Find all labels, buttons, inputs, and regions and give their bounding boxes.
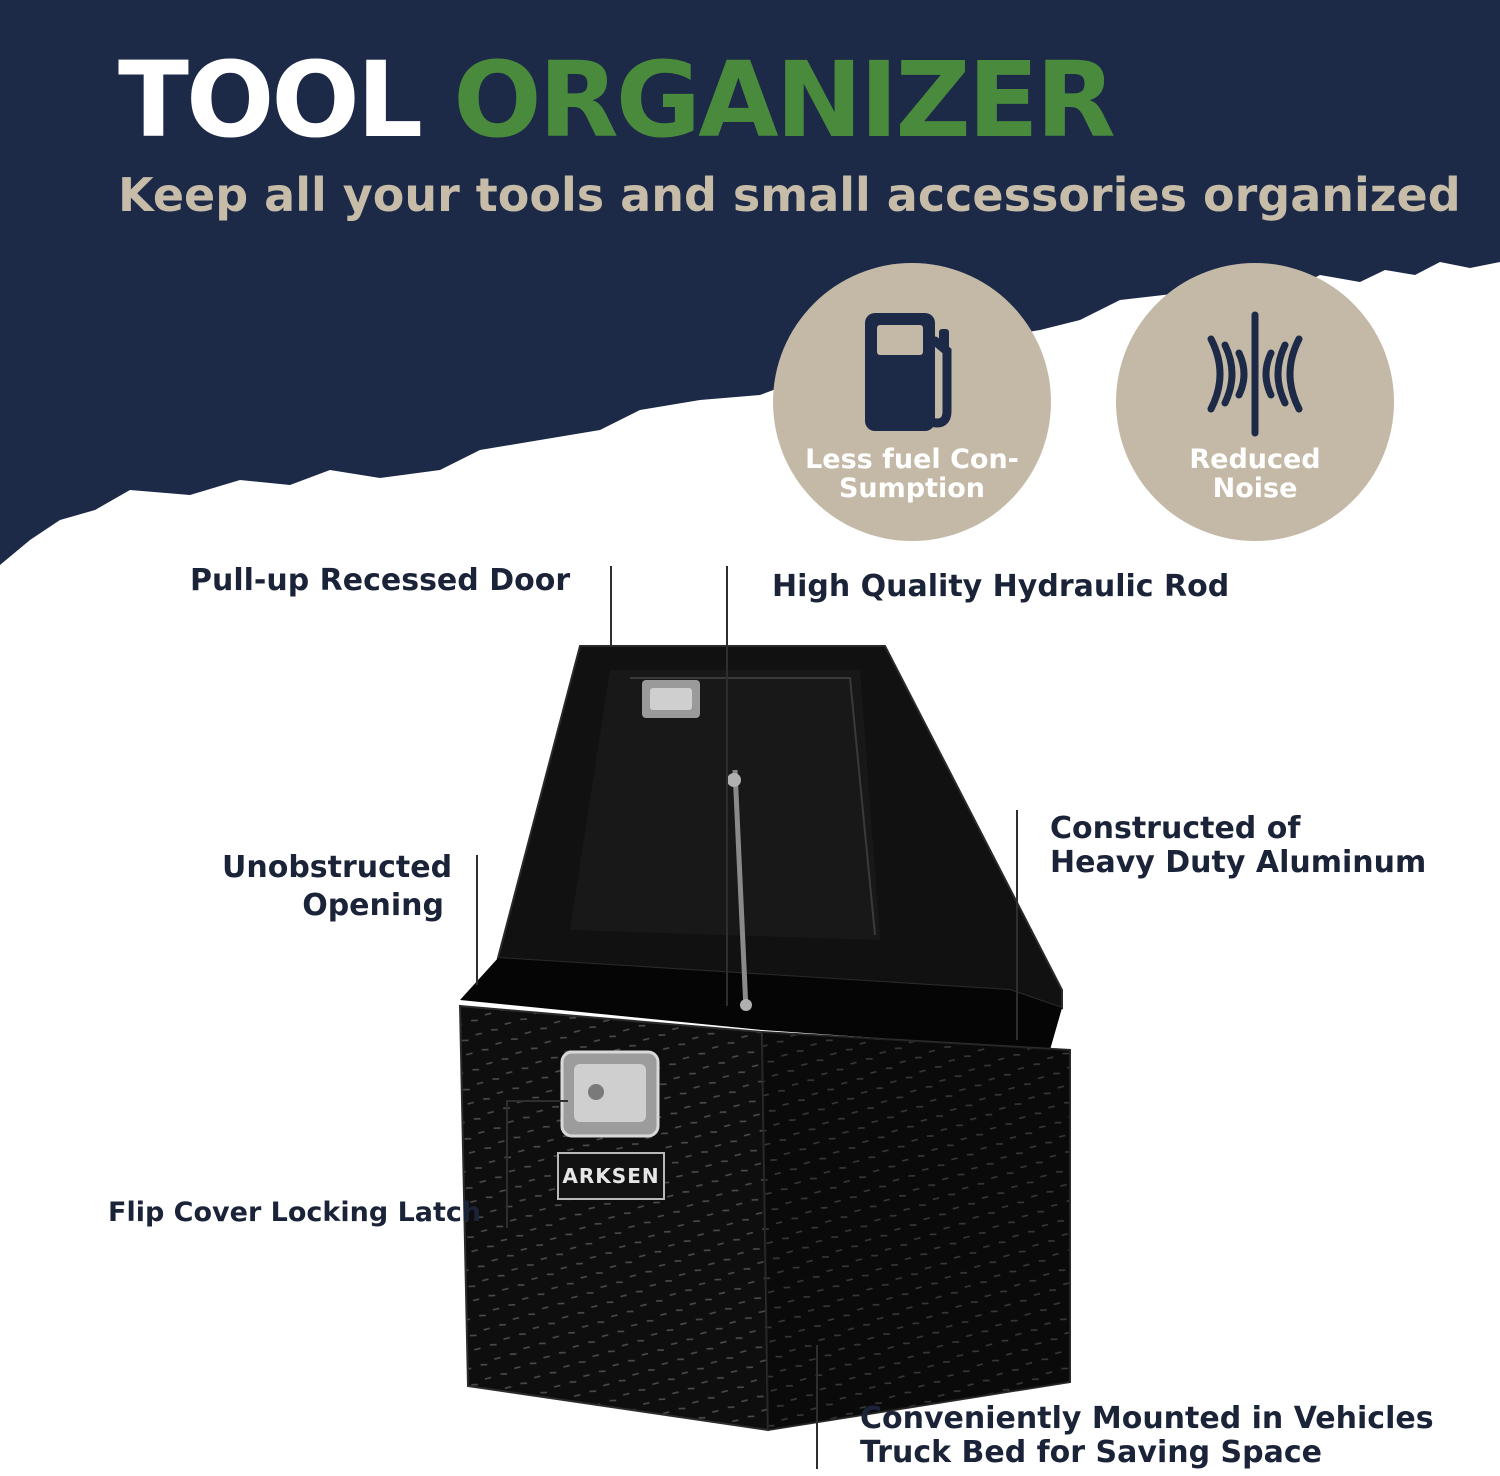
badge-fuel-line2: Sumption xyxy=(838,473,986,504)
badge-noise-label: Reduced Noise xyxy=(1136,445,1374,503)
title-word-tool: TOOL xyxy=(118,39,423,161)
callout-opening-line2: Opening xyxy=(302,888,444,923)
callout-locking-latch: Flip Cover Locking Latch xyxy=(108,1197,482,1228)
callout-aluminum-line2: Heavy Duty Aluminum xyxy=(1050,845,1427,880)
badge-fuel: Less fuel Con- Sumption xyxy=(773,263,1051,541)
callout-recessed-door: Pull-up Recessed Door xyxy=(190,563,571,598)
callout-mounted-line2: Truck Bed for Saving Space xyxy=(860,1435,1322,1470)
toolbox-illustration xyxy=(458,645,1071,1432)
page-subtitle: Keep all your tools and small accessorie… xyxy=(118,168,1461,222)
leader-latch-vertical xyxy=(506,1100,508,1228)
callout-aluminum: Constructed of Heavy Duty Aluminum xyxy=(1050,812,1426,880)
leader-door xyxy=(610,566,612,646)
badge-noise-line2: Noise xyxy=(1212,473,1298,504)
leader-rod xyxy=(726,566,728,1006)
badge-fuel-line1: Less fuel Con- xyxy=(805,444,1019,475)
callout-opening: Unobstructed Opening xyxy=(222,850,453,923)
callout-mounted-line1: Conveniently Mounted in Vehicles xyxy=(860,1401,1434,1436)
leader-opening xyxy=(476,855,478,985)
callout-aluminum-line1: Constructed of xyxy=(1050,811,1301,846)
badge-noise: Reduced Noise xyxy=(1116,263,1394,541)
leader-aluminum xyxy=(1016,810,1018,1040)
fuel-pump-icon xyxy=(865,313,952,431)
badge-noise-line1: Reduced xyxy=(1189,444,1321,475)
page-title: TOOL ORGANIZER xyxy=(118,48,1116,152)
callout-opening-line1: Unobstructed xyxy=(222,850,453,885)
brand-logo-plate: ARKSEN xyxy=(557,1152,665,1200)
leader-mount xyxy=(816,1345,818,1469)
callout-mounted: Conveniently Mounted in Vehicles Truck B… xyxy=(860,1402,1434,1470)
title-word-organizer: ORGANIZER xyxy=(453,39,1116,161)
sound-waves-icon xyxy=(1207,311,1303,437)
callout-hydraulic-rod: High Quality Hydraulic Rod xyxy=(772,569,1230,604)
badge-fuel-label: Less fuel Con- Sumption xyxy=(793,445,1031,503)
leader-latch-horizontal xyxy=(506,1100,568,1102)
